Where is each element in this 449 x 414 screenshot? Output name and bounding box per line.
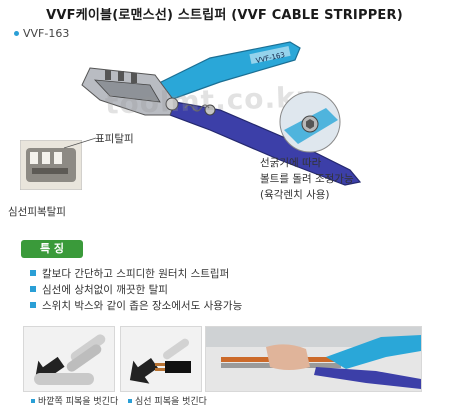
jaw-closeup-photo (20, 140, 82, 190)
page-title: VVF케이블(로맨스선) 스트립퍼 (VVF CABLE STRIPPER) (46, 8, 403, 23)
feature-list: 칼보다 간단하고 스피디한 원터치 스트립퍼 심선에 상처없이 깨끗한 탈피 스… (30, 265, 242, 313)
callout-sheath: 표피탈피 (95, 133, 134, 145)
bolt-closeup-photo (279, 91, 341, 153)
square-bullet-icon (30, 270, 36, 276)
square-bullet-icon (30, 302, 36, 308)
bullet-icon (31, 398, 35, 403)
callout-adjust-line3: (육각렌치 사용) (260, 189, 330, 201)
list-item: 심선에 상처없이 깨끗한 탈피 (30, 281, 242, 297)
bullet-icon (128, 398, 132, 403)
callout-line-sheath (63, 137, 97, 149)
callout-adjust-line2: 볼트를 돌려 조정가능 (260, 173, 354, 185)
usage-photo (205, 326, 422, 392)
model-number: VVF-163 (14, 27, 69, 40)
bullet-icon (14, 31, 19, 36)
model-label: VVF-163 (23, 27, 70, 40)
callout-core: 심선피복탈피 (8, 206, 66, 218)
list-item: 칼보다 간단하고 스피디한 원터치 스트립퍼 (30, 265, 242, 281)
caption-outer: 바깥쪽 피복을 벗긴다 (31, 394, 118, 407)
callout-adjust: 선굵기에 따라 볼트를 돌려 조정가능 (육각렌치 사용) (260, 155, 354, 203)
square-bullet-icon (30, 286, 36, 292)
callout-adjust-line1: 선굵기에 따라 (260, 157, 322, 169)
cable-stripper-illustration: VVF-163 (81, 41, 362, 186)
features-badge: 특 징 (21, 240, 83, 258)
list-item: 스위치 박스와 같이 좁은 장소에서도 사용가능 (30, 297, 242, 313)
step-photo-core-sheath (120, 326, 202, 392)
caption-core: 심선 피복을 벗긴다 (128, 394, 207, 407)
step-photo-outer-sheath (23, 326, 115, 392)
